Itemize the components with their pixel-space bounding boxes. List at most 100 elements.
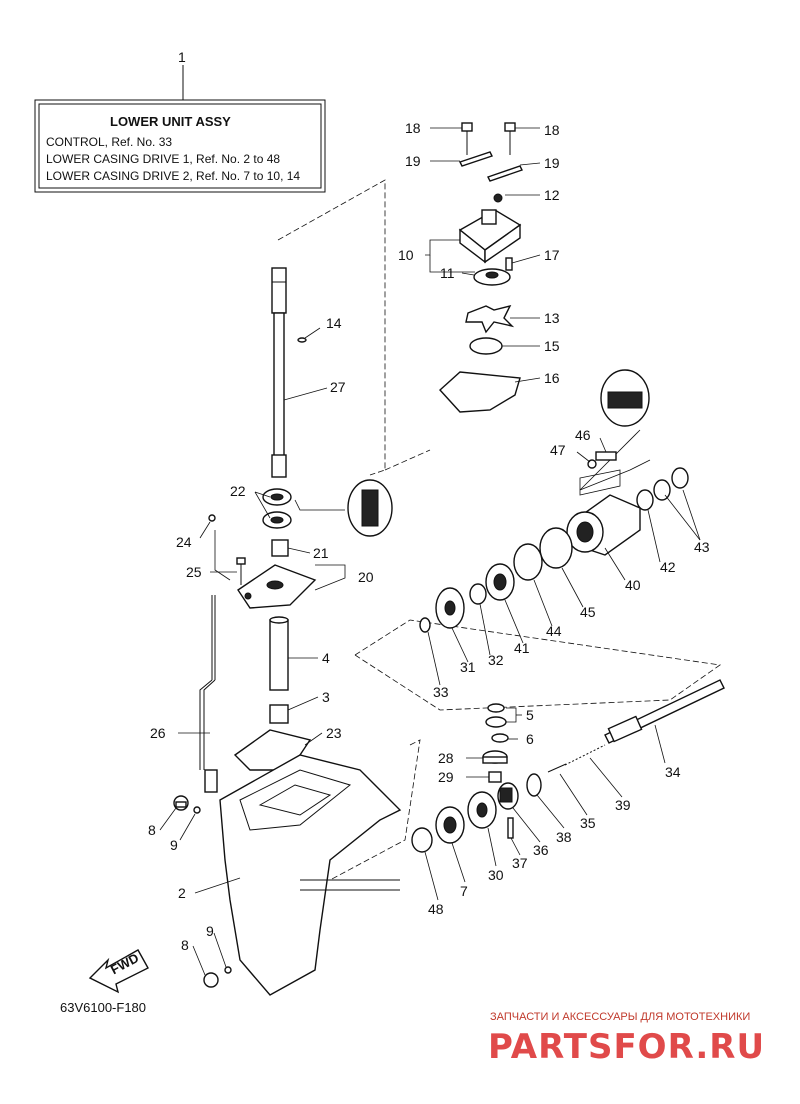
impeller	[465, 304, 515, 334]
bushing-21	[271, 539, 289, 557]
callout-19-left: 19	[405, 153, 421, 169]
dog-clutch-36	[497, 782, 519, 810]
pump-bolt-left	[461, 122, 473, 155]
washer-9-top	[193, 806, 201, 814]
callout-labels: 18 18 19 19 12 10 17 11 13 14 15 16 27 4…	[148, 120, 710, 953]
callout-19-right: 19	[544, 155, 560, 171]
water-pump-housing	[458, 193, 522, 264]
callout-45: 45	[580, 604, 596, 620]
callout-41: 41	[514, 640, 530, 656]
callout-42: 42	[660, 559, 676, 575]
seal-42	[636, 489, 654, 511]
seal-3	[269, 704, 289, 724]
leader-lines	[159, 127, 701, 976]
o-ring-44	[513, 543, 543, 581]
dowel-pin	[505, 257, 513, 271]
watermark: ЗАПЧАСТИ И АКСЕССУАРЫ ДЛЯ МОТОТЕХНИКИ PA…	[488, 1011, 765, 1067]
callout-30: 30	[488, 867, 504, 883]
assembly-title: LOWER UNIT ASSY	[110, 114, 231, 129]
callout-20: 20	[358, 569, 374, 585]
pin-37	[507, 817, 514, 839]
callout-31: 31	[460, 659, 476, 675]
callout-18-right: 18	[544, 122, 560, 138]
bolt-25	[236, 557, 246, 585]
shim-32	[469, 583, 487, 605]
needle-bearings	[262, 488, 292, 529]
reverse-gear-31	[435, 587, 465, 629]
callout-11: 11	[440, 265, 455, 281]
callout-43: 43	[694, 539, 710, 555]
callout-9-top: 9	[170, 837, 178, 853]
callout-35: 35	[580, 815, 596, 831]
housing-20	[237, 564, 317, 609]
callout-4: 4	[322, 650, 330, 666]
callout-7: 7	[460, 883, 468, 899]
forward-gear-30	[467, 791, 497, 829]
callout-17: 17	[544, 247, 560, 263]
drive-shaft	[271, 267, 287, 478]
dashed-frame	[277, 179, 722, 881]
o-ring-15	[469, 337, 503, 355]
screw-8-bottom	[203, 972, 219, 988]
pump-plate-left	[459, 151, 493, 167]
washer-9-bottom	[224, 966, 232, 974]
callout-34: 34	[665, 764, 681, 780]
pump-plate-right	[487, 165, 523, 182]
diagram-code: 63V6100-F180	[60, 1000, 146, 1015]
assembly-line-3: LOWER CASING DRIVE 2, Ref. No. 7 to 10, …	[46, 169, 300, 183]
callout-22: 22	[230, 483, 246, 499]
watermark-tagline: ЗАПЧАСТИ И АКСЕССУАРЫ ДЛЯ МОТОТЕХНИКИ	[490, 1011, 750, 1023]
pinion-gear-28	[482, 750, 508, 764]
lower-casing-2	[219, 754, 402, 996]
shift-rod-26	[199, 595, 218, 793]
callout-18-left: 18	[405, 120, 421, 136]
callout-14: 14	[326, 315, 342, 331]
callout-36: 36	[533, 842, 549, 858]
woodruff-key-14	[297, 337, 307, 343]
callout-25: 25	[186, 564, 202, 580]
callout-37: 37	[512, 855, 528, 871]
pin-24	[208, 514, 216, 522]
screw-8-top	[173, 795, 189, 811]
callout-13: 13	[544, 310, 560, 326]
callout-32: 32	[488, 652, 504, 668]
callout-38: 38	[556, 829, 572, 845]
callout-6: 6	[526, 731, 534, 747]
nut-29	[488, 771, 502, 783]
assembly-line-1: CONTROL, Ref. No. 33	[46, 135, 172, 149]
o-ring-45	[539, 527, 573, 569]
callout-48: 48	[428, 901, 444, 917]
callout-3: 3	[322, 689, 330, 705]
callout-28: 28	[438, 750, 454, 766]
assembly-info-box: 1 LOWER UNIT ASSY CONTROL, Ref. No. 33 L…	[34, 49, 326, 193]
callout-26: 26	[150, 725, 166, 741]
pinion-nut-5a	[487, 703, 505, 713]
ball-bearing-41	[485, 563, 515, 601]
ring-38	[526, 773, 542, 797]
prop-shaft-housing-40	[566, 494, 641, 556]
callout-2: 2	[178, 885, 186, 901]
watermark-site: PARTSFOR.RU	[488, 1027, 765, 1067]
shim-48	[411, 827, 433, 853]
grease-symbol-43	[600, 369, 650, 427]
grease-symbol-22	[347, 479, 393, 537]
callout-27: 27	[330, 379, 346, 395]
callout-40: 40	[625, 577, 641, 593]
pin-35	[547, 763, 567, 773]
outer-plate-cartridge	[439, 371, 521, 413]
callout-23: 23	[326, 725, 342, 741]
spring-39	[564, 744, 606, 766]
pump-bolt-right	[504, 122, 516, 155]
callout-12: 12	[544, 187, 560, 203]
assembly-line-2: LOWER CASING DRIVE 1, Ref. No. 2 to 48	[46, 152, 280, 166]
callout-8-top: 8	[148, 822, 156, 838]
callout-47: 47	[550, 442, 566, 458]
callout-9-bottom: 9	[206, 923, 214, 939]
callout-46: 46	[575, 427, 591, 443]
callout-21: 21	[313, 545, 329, 561]
oil-seals-43	[653, 467, 689, 501]
propeller-shaft-34	[604, 679, 725, 744]
water-tube-4	[269, 619, 289, 691]
callout-10: 10	[398, 247, 414, 263]
